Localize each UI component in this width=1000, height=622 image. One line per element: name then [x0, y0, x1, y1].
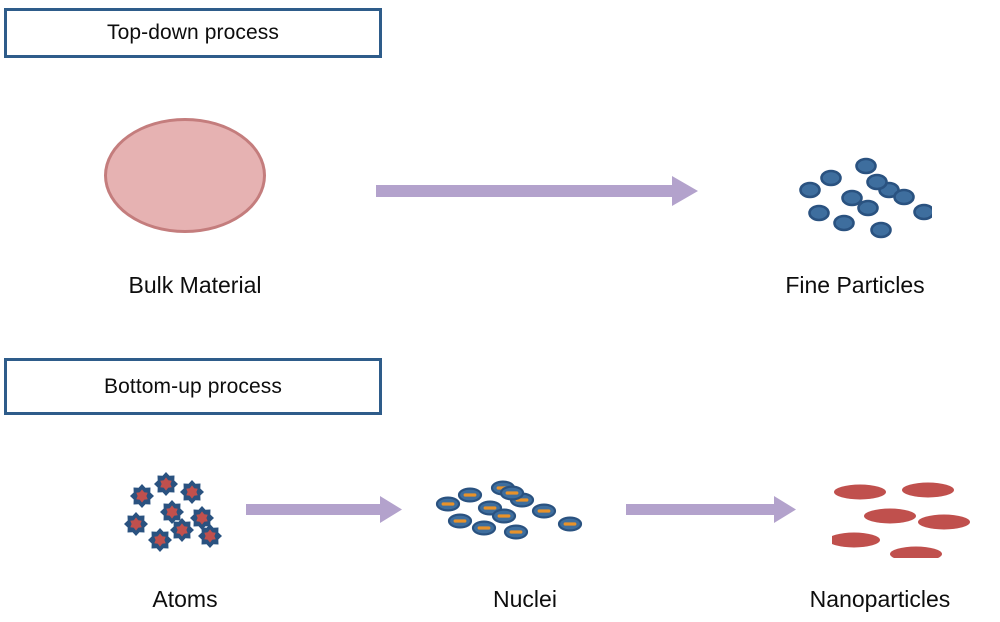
fine-particle	[799, 181, 821, 199]
fine-particle	[855, 157, 877, 175]
fine-particle	[857, 199, 879, 217]
arrow-atoms-to-nuclei-icon	[246, 496, 402, 523]
nuclei-label: Nuclei	[493, 586, 557, 612]
nucleus	[531, 503, 557, 519]
fine-particles-cluster	[799, 157, 932, 239]
nucleus	[499, 485, 525, 501]
atoms-label: Atoms	[152, 586, 218, 612]
nucleus	[491, 508, 517, 524]
fine-particle	[913, 203, 932, 221]
nuclei-cluster	[435, 480, 583, 540]
atom-gear-icon	[154, 472, 178, 496]
nucleus	[447, 513, 473, 529]
fine-particles-label: Fine Particles	[785, 272, 925, 298]
atom-gear-icon	[170, 518, 194, 542]
process-box-top-down-label: Top-down process	[106, 21, 280, 44]
bulk-material-ellipse	[104, 118, 266, 233]
arrow-bulk-to-fine-icon	[376, 176, 698, 206]
fine-particle	[820, 169, 842, 187]
atom-gear-icon	[130, 484, 154, 508]
nucleus	[503, 524, 529, 540]
fine-particle	[893, 188, 915, 206]
arrow-nuclei-to-nanoparticles-icon	[626, 496, 796, 523]
atom-gear-icon	[180, 480, 204, 504]
nanoparticle	[834, 484, 886, 500]
nanoparticle	[902, 482, 954, 498]
fine-particle	[866, 173, 888, 191]
atom-gear-icon	[124, 512, 148, 536]
nanoparticle	[832, 532, 880, 548]
process-box-bottom-up: Bottom-up process	[4, 358, 382, 415]
fine-particle	[841, 189, 863, 207]
nucleus	[457, 487, 483, 503]
atom-gear-icon	[160, 500, 184, 524]
nucleus	[435, 496, 461, 512]
bulk-material-label: Bulk Material	[128, 272, 262, 298]
nucleus	[471, 520, 497, 536]
process-box-top-down: Top-down process	[4, 8, 382, 58]
fine-particle	[808, 204, 830, 222]
nanoparticles-label: Nanoparticles	[809, 586, 951, 612]
fine-particle	[870, 221, 892, 239]
atom-gear-icon	[190, 506, 214, 530]
atom-gear-icon	[148, 528, 172, 552]
nanoparticles-cluster	[832, 482, 970, 558]
nanoparticle	[864, 508, 916, 524]
atom-gear-icon	[198, 524, 222, 548]
nanoparticle	[890, 546, 942, 558]
nanoparticle	[918, 514, 970, 530]
fine-particle	[833, 214, 855, 232]
process-box-bottom-up-label: Bottom-up process	[104, 374, 282, 398]
nucleus	[557, 516, 583, 532]
atoms-cluster	[124, 472, 222, 552]
